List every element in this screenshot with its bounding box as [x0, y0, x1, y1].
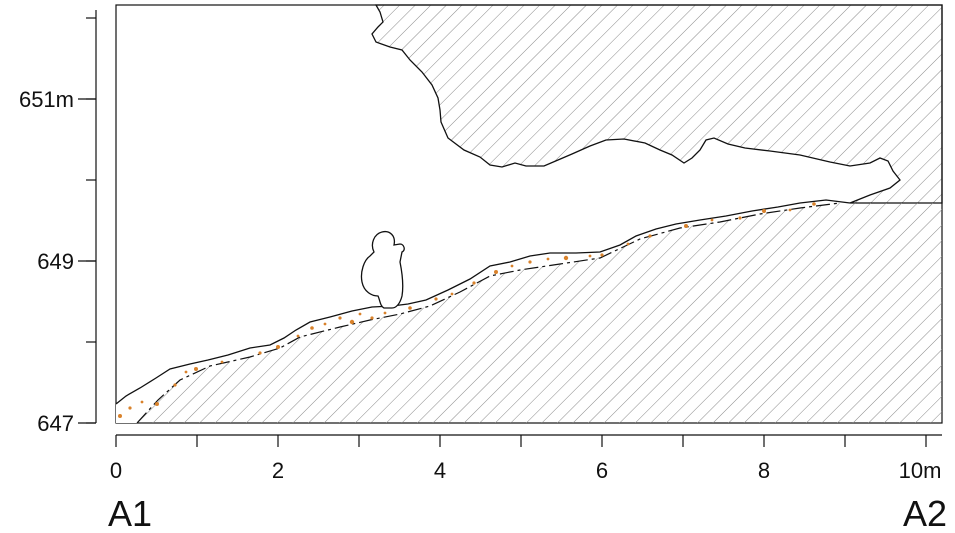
- section-end-right: A2: [903, 493, 947, 533]
- y-axis: 651m 649 647: [19, 10, 97, 436]
- floor-surface-line: [115, 199, 851, 405]
- x-tick-label: 2: [272, 458, 284, 483]
- x-axis: 0 2 4 6 8 10m: [110, 434, 942, 483]
- sediment-dots: [118, 202, 816, 418]
- y-tick-label: 649: [37, 249, 74, 274]
- section-end-left: A1: [108, 493, 152, 533]
- x-tick-label: 8: [758, 458, 770, 483]
- y-tick-label: 651m: [19, 87, 74, 112]
- y-tick-label: 647: [37, 411, 74, 436]
- x-tick-label: 10m: [899, 458, 942, 483]
- ceiling-rock: [371, 4, 943, 204]
- floor-rock: [137, 203, 942, 423]
- bedrock-contact-line: [136, 202, 841, 424]
- person-scale-figure: [360, 230, 405, 309]
- x-tick-label: 4: [434, 458, 446, 483]
- x-tick-label: 6: [596, 458, 608, 483]
- x-tick-label: 0: [110, 458, 122, 483]
